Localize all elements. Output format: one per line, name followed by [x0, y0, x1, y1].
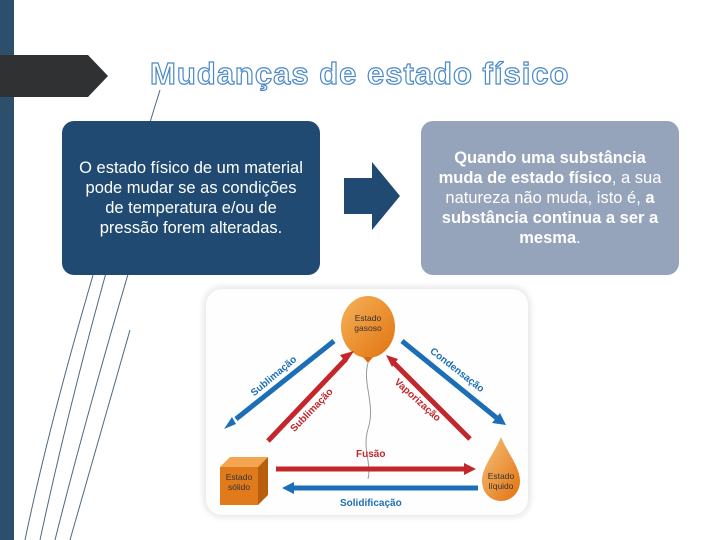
state-change-diagram-graphics [220, 296, 520, 505]
label-solidification: Solidificação [340, 498, 402, 509]
condensation-arrow [400, 339, 506, 425]
right-info-bold-1: Quando uma substância muda de estado fís… [438, 149, 646, 187]
right-info-normal-1: , a sua natureza não muda, isto é, [445, 169, 662, 207]
right-info-normal-2: . [576, 229, 581, 247]
state-label-solid: Estado sólido [225, 472, 253, 492]
vaporization-arrow [386, 355, 472, 441]
title-tab-marker [0, 55, 108, 97]
right-info-box: Quando uma substância muda de estado fís… [421, 121, 679, 275]
cube-icon [220, 457, 268, 505]
balloon-icon [341, 296, 395, 480]
fusion-arrow [276, 463, 476, 475]
slide-title: Mudanças de estado físico [149, 55, 570, 91]
right-arrow-icon [344, 162, 400, 230]
left-info-text: O estado físico de um material pode muda… [79, 159, 303, 237]
sublimation-up-arrow [224, 339, 336, 429]
state-change-diagram: Estado gasoso Estado sólido Estado líqui… [206, 289, 528, 515]
solidification-arrow [282, 482, 478, 494]
right-info-bold-2: a substância continua a ser a mesma [441, 189, 659, 247]
drop-icon [482, 437, 520, 501]
right-info-text: Quando uma substância muda de estado fís… [435, 148, 665, 248]
left-accent-band [0, 0, 14, 540]
left-info-box: O estado físico de um material pode muda… [62, 121, 320, 275]
sublimation-down-arrow [266, 351, 354, 443]
state-label-gas: Estado gasoso [354, 313, 382, 333]
state-label-liquid: Estado líquido [487, 471, 515, 491]
label-fusion: Fusão [356, 449, 386, 460]
